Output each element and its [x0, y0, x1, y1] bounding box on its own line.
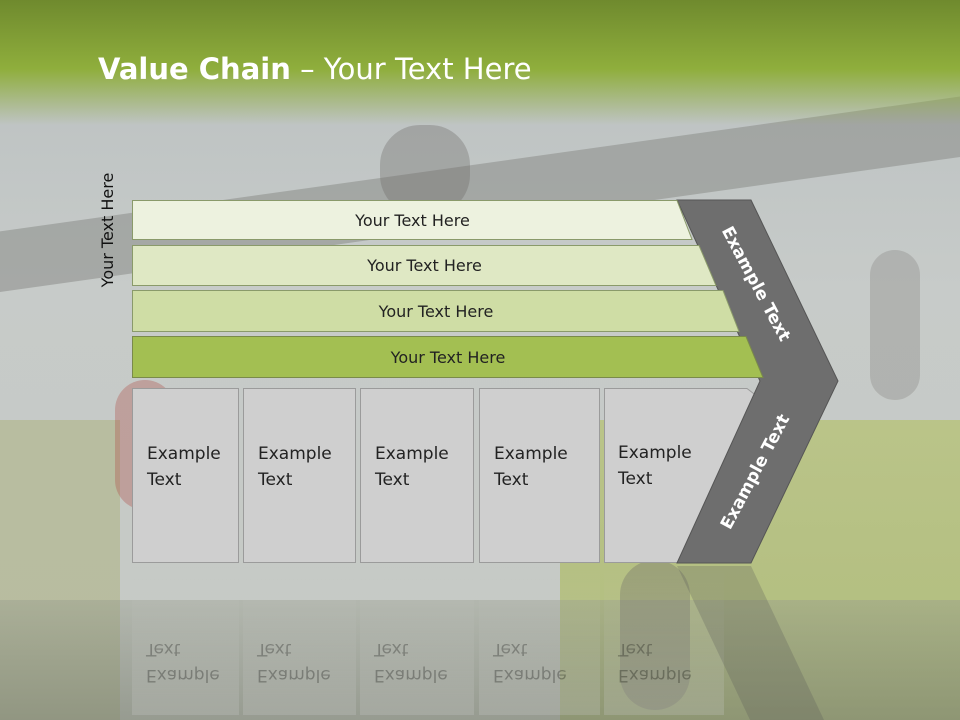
support-row-2-shape [132, 245, 717, 286]
support-row-1[interactable]: Your Text Here [132, 200, 693, 240]
background-figure [620, 560, 690, 710]
primary-box-4-line2: Text [494, 470, 529, 490]
primary-box-1-line1: Example [147, 444, 221, 464]
background-floor [0, 600, 960, 720]
support-row-4[interactable]: Your Text Here [132, 336, 764, 378]
margin-chevron[interactable] [674, 198, 844, 568]
support-row-3-shape [132, 290, 740, 332]
primary-box-2-line2: Text [258, 470, 293, 490]
primary-box-3-line2: Text [375, 470, 410, 490]
support-row-2[interactable]: Your Text Here [132, 245, 717, 286]
slide-title: Value Chain – Your Text Here [98, 52, 532, 86]
support-row-3-label: Your Text Here [378, 301, 494, 321]
margin-chevron-reflection [677, 566, 824, 720]
slide-title-strong: Value Chain [98, 52, 291, 86]
background-figure [870, 250, 920, 400]
slide-title-rest: – Your Text Here [290, 52, 532, 86]
support-row-1-label: Your Text Here [355, 210, 470, 230]
primary-box-3-line1: Example [375, 444, 449, 464]
primary-box-2-line1: Example [258, 444, 332, 464]
support-row-4-shape [132, 336, 764, 378]
primary-box-5-line1: Example [618, 443, 692, 463]
side-label: Your Text Here [98, 172, 117, 288]
primary-box-1-line2: Text [147, 470, 182, 490]
support-row-2-label: Your Text Here [367, 256, 482, 275]
primary-box-4-line1: Example [494, 444, 568, 464]
margin-chevron-shape [676, 199, 839, 564]
primary-box-5-line2: Text [618, 469, 653, 489]
title-banner [0, 0, 960, 125]
support-row-1-shape [132, 200, 693, 240]
support-row-4-label: Your Text Here [390, 347, 506, 367]
support-row-3[interactable]: Your Text Here [132, 290, 740, 332]
